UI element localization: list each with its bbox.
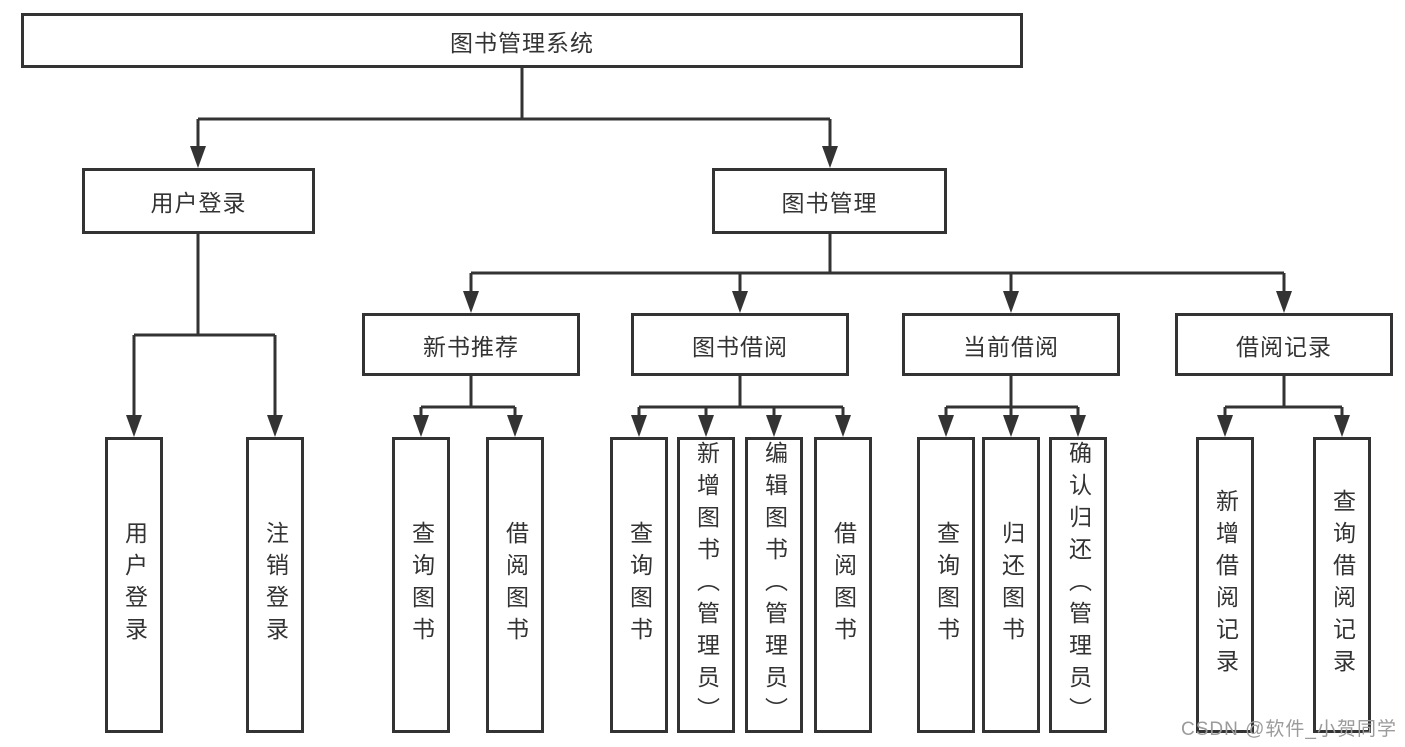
leaf-borrow-query: 查询图书 bbox=[610, 437, 668, 733]
leaf-newbooks-borrow-label: 借阅图书 bbox=[502, 521, 529, 649]
leaf-current-confirm-admin: 确认归还（管理员） bbox=[1049, 437, 1107, 733]
leaf-borrow-borrow: 借阅图书 bbox=[814, 437, 872, 733]
leaf-current-confirm-admin-label: 确认归还（管理员） bbox=[1065, 441, 1092, 729]
node-current-borrow: 当前借阅 bbox=[902, 313, 1120, 376]
leaf-newbooks-borrow: 借阅图书 bbox=[486, 437, 544, 733]
node-borrow-records-label: 借阅记录 bbox=[1236, 333, 1332, 360]
leaf-borrow-borrow-label: 借阅图书 bbox=[830, 521, 857, 649]
node-borrow-records: 借阅记录 bbox=[1175, 313, 1393, 376]
leaf-borrow-edit-admin-label: 编辑图书（管理员） bbox=[761, 441, 788, 729]
leaf-current-return-label: 归还图书 bbox=[998, 521, 1025, 649]
leaf-records-add-label: 新增借阅记录 bbox=[1212, 489, 1239, 681]
leaf-borrow-query-label: 查询图书 bbox=[626, 521, 653, 649]
node-user-login-label: 用户登录 bbox=[150, 190, 247, 216]
leaf-user-login-label: 用户登录 bbox=[121, 521, 148, 649]
node-root-label: 图书管理系统 bbox=[450, 29, 594, 56]
node-new-books: 新书推荐 bbox=[362, 313, 580, 376]
leaf-borrow-edit-admin: 编辑图书（管理员） bbox=[745, 437, 803, 733]
leaf-records-query: 查询借阅记录 bbox=[1313, 437, 1371, 733]
leaf-borrow-add-admin: 新增图书（管理员） bbox=[677, 437, 735, 733]
leaf-logout-label: 注销登录 bbox=[262, 521, 289, 649]
leaf-current-query: 查询图书 bbox=[917, 437, 975, 733]
leaf-current-return: 归还图书 bbox=[982, 437, 1040, 733]
leaf-newbooks-query-label: 查询图书 bbox=[408, 521, 435, 649]
node-book-mgmt-label: 图书管理 bbox=[781, 190, 878, 216]
node-book-mgmt: 图书管理 bbox=[712, 168, 947, 234]
leaf-user-login: 用户登录 bbox=[105, 437, 163, 733]
leaf-borrow-add-admin-label: 新增图书（管理员） bbox=[693, 441, 720, 729]
leaf-current-query-label: 查询图书 bbox=[933, 521, 960, 649]
node-book-borrow-label: 图书借阅 bbox=[692, 333, 788, 360]
leaf-logout: 注销登录 bbox=[246, 437, 304, 733]
leaf-records-add: 新增借阅记录 bbox=[1196, 437, 1254, 733]
leaf-records-query-label: 查询借阅记录 bbox=[1329, 489, 1356, 681]
node-new-books-label: 新书推荐 bbox=[423, 333, 519, 360]
node-user-login: 用户登录 bbox=[82, 168, 315, 234]
node-book-borrow: 图书借阅 bbox=[631, 313, 849, 376]
node-root: 图书管理系统 bbox=[21, 13, 1023, 68]
leaf-newbooks-query: 查询图书 bbox=[392, 437, 450, 733]
node-current-borrow-label: 当前借阅 bbox=[963, 333, 1059, 360]
arrowheads bbox=[126, 146, 1350, 437]
csdn-watermark: CSDN @软件_小贺同学 bbox=[1181, 719, 1397, 740]
